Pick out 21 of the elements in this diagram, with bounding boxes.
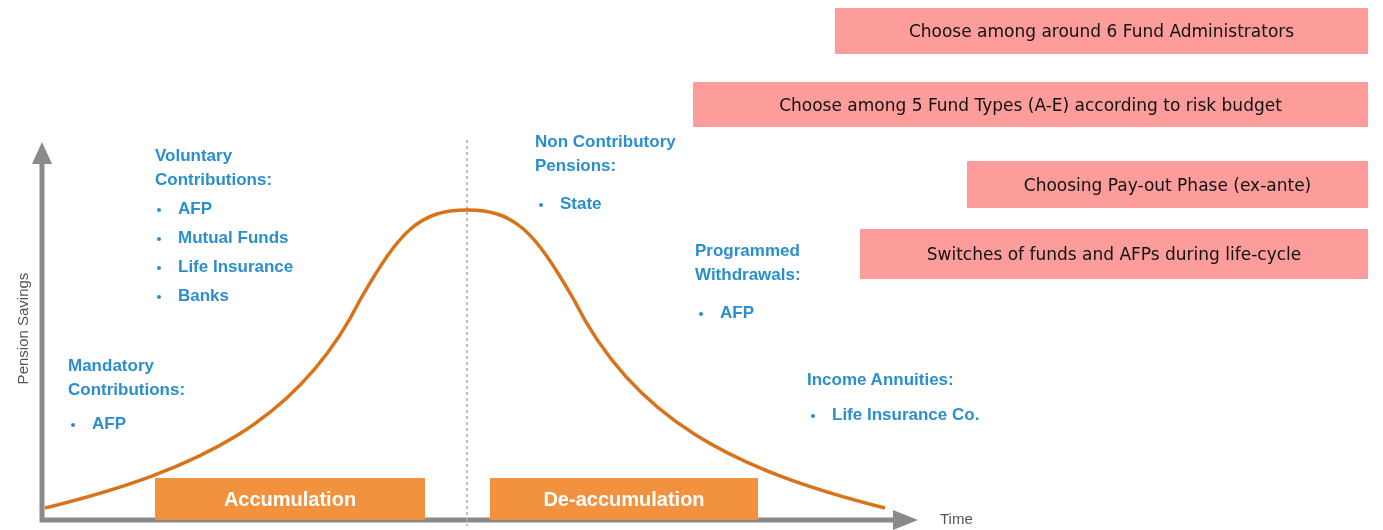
provider-item: AFP <box>178 198 212 220</box>
provider-item: Life Insurance <box>178 256 294 278</box>
category-heading: Programmed Withdrawals: <box>695 240 802 286</box>
axis-title: Time <box>940 510 973 527</box>
provider-item: Banks <box>178 285 230 307</box>
category-heading: Non Contributory Pensions: <box>535 131 677 177</box>
option-box: Choose among around 6 Fund Administrators <box>835 8 1368 54</box>
provider-item: AFP <box>92 413 126 435</box>
provider-item: Mutual Funds <box>178 227 289 249</box>
category-heading: Mandatory Contributions: <box>68 355 187 401</box>
provider-item: AFP <box>720 302 754 324</box>
option-box: Switches of funds and AFPs during life-cycle <box>860 229 1368 279</box>
axis-title: Pension Savings <box>13 271 31 387</box>
category-heading: Voluntary Contributions: <box>155 145 274 191</box>
phase-bar: De-accumulation <box>490 478 758 520</box>
option-box: Choosing Pay-out Phase (ex-ante) <box>967 161 1368 208</box>
phase-bar: Accumulation <box>155 478 425 520</box>
category-heading: Income Annuities: <box>807 369 954 391</box>
option-box: Choose among 5 Fund Types (A-E) according to risk budget <box>693 82 1368 127</box>
provider-item: Life Insurance Co. <box>832 404 980 426</box>
provider-item: State <box>560 193 602 215</box>
